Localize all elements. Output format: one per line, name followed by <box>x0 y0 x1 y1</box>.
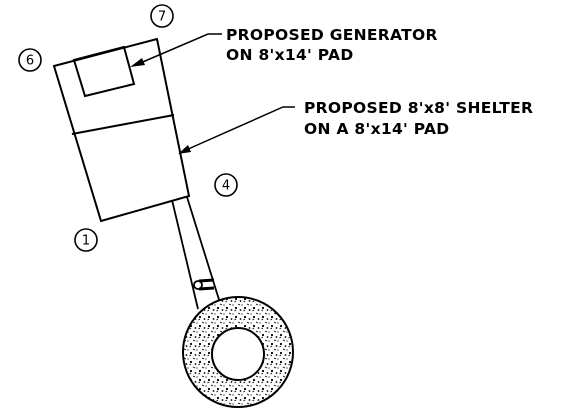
generator-leader <box>130 33 222 67</box>
generator-box <box>72 45 136 98</box>
svg-text:6: 6 <box>26 54 34 69</box>
svg-text:1: 1 <box>82 234 90 249</box>
svg-text:4: 4 <box>222 179 230 194</box>
shelter-leader <box>178 106 295 154</box>
gravel-ring <box>182 296 294 408</box>
marker-4: 4 <box>214 173 238 197</box>
path-crossing-mark <box>193 278 215 291</box>
marker-1: 1 <box>74 228 98 252</box>
marker-6: 6 <box>18 48 42 72</box>
generator-label-line1: PROPOSED GENERATOR <box>226 26 438 44</box>
shelter-pad <box>52 37 191 223</box>
pad-divider-line <box>71 114 175 135</box>
ring-center-circle <box>211 327 265 381</box>
shelter-label-line2: ON A 8'x14' PAD <box>304 120 449 138</box>
svg-text:7: 7 <box>158 10 166 25</box>
generator-label-line2: ON 8'x14' PAD <box>226 46 353 64</box>
marker-7: 7 <box>150 4 174 28</box>
access-path <box>171 196 222 310</box>
shelter-label-line1: PROPOSED 8'x8' SHELTER <box>304 99 533 117</box>
